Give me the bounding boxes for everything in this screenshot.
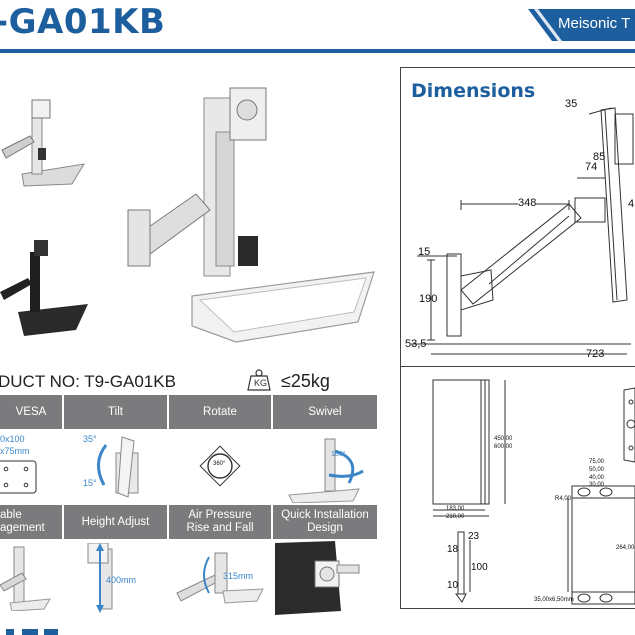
dim-53-5: 53,5: [405, 338, 427, 350]
panel-height-1: 450,00: [494, 436, 513, 442]
weight-icon-label: KG: [254, 378, 268, 388]
weight-icon: [247, 369, 271, 391]
feature-cell-quick-installation: [273, 539, 377, 615]
product-photo-main: [127, 87, 375, 343]
swivel-value: 180°: [331, 451, 346, 458]
feature-header-quick-installation: Quick Installation Design: [273, 505, 377, 539]
dim-348: 348: [518, 197, 537, 209]
bracket-dim-23: 23: [468, 531, 480, 542]
feature-cell-height-adjust: 400mm: [64, 539, 167, 615]
feature-cell-tilt: 35° 15°: [64, 429, 167, 504]
plate-left-radius: R4,00: [555, 496, 572, 502]
tilt-up-value: 35°: [83, 434, 97, 444]
dim-723: 723: [586, 348, 605, 360]
feature-header-air-pressure: Air Pressure Rise and Fall: [169, 505, 271, 539]
dimensions-divider: [400, 366, 635, 368]
swivel-illustration: [288, 438, 364, 503]
feature-header-vesa: VESA: [0, 395, 62, 429]
side-view-drawing: [411, 107, 634, 355]
tilt-illustration: [97, 436, 139, 498]
dim-190: 190: [419, 293, 438, 305]
dim-15: 15: [418, 246, 431, 258]
vesa-value-2: x75mm: [0, 446, 30, 456]
bracket-drawing: [455, 531, 471, 603]
brand-banner: [528, 9, 635, 41]
panel-height-2: 600,00: [494, 444, 513, 450]
dimensions-panel: [400, 67, 635, 609]
plate-top-1: 75,00: [589, 459, 605, 465]
max-load: ≤25kg: [281, 371, 330, 391]
plate-top-2: 50,00: [589, 467, 605, 473]
plate-top-3: 40,00: [589, 475, 605, 481]
feature-cell-cable-management: [0, 539, 62, 615]
rotate-icon: [199, 445, 241, 487]
bracket-dim-10: 10: [447, 580, 459, 591]
bracket-dim-18: 18: [447, 544, 459, 555]
feature-header-rotate: Rotate: [169, 395, 271, 429]
plate-drawing: [567, 387, 635, 605]
cable-management-illustration: [0, 546, 51, 611]
feature-header-tilt: Tilt: [64, 395, 167, 429]
dimensions-title: Dimensions: [411, 80, 536, 102]
feature-cell-air-pressure: 315mm: [169, 539, 271, 615]
panel-width-1: 183,00: [446, 506, 465, 512]
dim-74: 74: [585, 161, 598, 173]
product-photo-white-small: [1, 99, 85, 187]
dim-35: 35: [565, 98, 578, 110]
bracket-dim-100: 100: [471, 562, 488, 573]
dim-4: 4: [628, 198, 635, 210]
plate-top-4: 30,00: [589, 482, 605, 488]
feature-cell-vesa: 0x100 x75mm: [0, 429, 62, 504]
panel-width-2: 210,00: [446, 514, 465, 520]
dim-85: 85: [593, 151, 606, 163]
height-adjust-illustration: [87, 543, 113, 613]
feature-header-swivel: Swivel: [273, 395, 377, 429]
panel-front-drawing: [432, 379, 506, 517]
page-title: -GA01KB: [0, 2, 166, 42]
title-rule: [0, 49, 635, 53]
height-adjust-value: 400mm: [106, 575, 137, 585]
product-number: DUCT NO: T9-GA01KB: [0, 372, 176, 391]
rotate-value: 360°: [213, 461, 226, 467]
brand-name: Meisonic T: [558, 15, 631, 32]
next-section-heading-cutoff: [6, 629, 58, 635]
feature-header-height-adjust: Height Adjust: [64, 505, 167, 539]
air-pressure-illustration: [176, 552, 264, 604]
vesa-value-1: 0x100: [0, 434, 25, 444]
plate-bottom-dim: 35,00x6,50mm: [534, 597, 574, 603]
plate-right-dim: 264,00: [616, 545, 635, 551]
vesa-pattern-icon: [0, 460, 37, 494]
quick-installation-illustration: [275, 541, 360, 615]
feature-cell-rotate: 360°: [169, 429, 271, 504]
feature-cell-swivel: 180°: [273, 429, 377, 504]
feature-header-cable-management: able agement: [0, 505, 62, 539]
product-photo-black-small: [0, 240, 88, 336]
air-pressure-value: 315mm: [223, 571, 254, 581]
tilt-down-value: 15°: [83, 478, 97, 488]
